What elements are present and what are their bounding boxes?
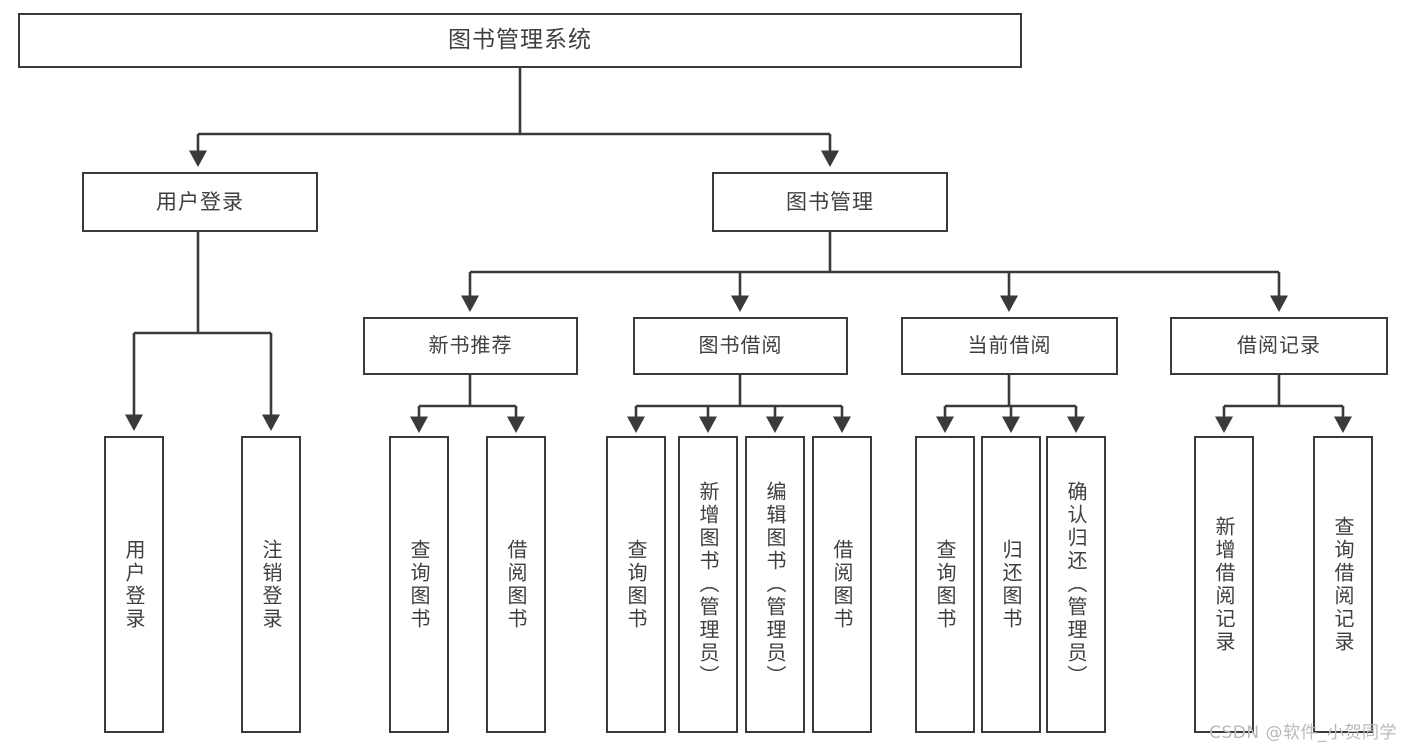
node-label: 新书推荐 xyxy=(428,333,513,358)
node-book-borrow[interactable]: 图书借阅 xyxy=(633,317,848,375)
leaf-recommend-borrow-book[interactable]: 借阅图书 xyxy=(486,436,546,733)
node-label: 当前借阅 xyxy=(967,333,1052,358)
node-label: 借阅记录 xyxy=(1237,333,1321,358)
node-label: 查询图书 xyxy=(933,538,957,631)
node-label: 查询借阅记录 xyxy=(1331,515,1355,654)
node-label: 用户登录 xyxy=(122,538,146,631)
leaf-user-logout[interactable]: 注销登录 xyxy=(241,436,301,733)
leaf-recommend-query-book[interactable]: 查询图书 xyxy=(389,436,449,733)
node-label: 注销登录 xyxy=(259,538,283,631)
leaf-borrow-borrow-book[interactable]: 借阅图书 xyxy=(812,436,872,733)
leaf-current-query-book[interactable]: 查询图书 xyxy=(915,436,975,733)
node-label: 用户登录 xyxy=(156,189,244,214)
watermark-text: CSDN @软件_小贺同学 xyxy=(1209,723,1397,743)
node-label: 查询图书 xyxy=(407,538,431,631)
leaf-borrow-edit-book-admin[interactable]: 编辑图书（管理员） xyxy=(745,436,805,733)
leaf-record-query-borrow-record[interactable]: 查询借阅记录 xyxy=(1313,436,1373,733)
node-current-borrow[interactable]: 当前借阅 xyxy=(901,317,1118,375)
node-label: 借阅图书 xyxy=(830,538,854,631)
leaf-borrow-query-book[interactable]: 查询图书 xyxy=(606,436,666,733)
node-user-login[interactable]: 用户登录 xyxy=(82,172,318,232)
node-label: 确认归还（管理员） xyxy=(1064,481,1088,688)
node-label: 图书借阅 xyxy=(698,333,783,358)
leaf-record-add-borrow-record[interactable]: 新增借阅记录 xyxy=(1194,436,1254,733)
node-label: 图书管理系统 xyxy=(448,26,592,53)
node-borrow-record[interactable]: 借阅记录 xyxy=(1170,317,1388,375)
node-root-system[interactable]: 图书管理系统 xyxy=(18,13,1022,68)
leaf-user-login[interactable]: 用户登录 xyxy=(104,436,164,733)
node-label: 借阅图书 xyxy=(504,538,528,631)
node-new-book-recommend[interactable]: 新书推荐 xyxy=(363,317,578,375)
node-label: 图书管理 xyxy=(786,189,874,214)
node-label: 新增图书（管理员） xyxy=(696,481,720,688)
leaf-borrow-add-book-admin[interactable]: 新增图书（管理员） xyxy=(678,436,738,733)
node-label: 归还图书 xyxy=(999,538,1023,631)
node-label: 新增借阅记录 xyxy=(1212,515,1236,654)
node-book-management[interactable]: 图书管理 xyxy=(712,172,948,232)
node-label: 编辑图书（管理员） xyxy=(763,481,787,688)
leaf-current-return-book[interactable]: 归还图书 xyxy=(981,436,1041,733)
node-label: 查询图书 xyxy=(624,538,648,631)
leaf-current-confirm-return-admin[interactable]: 确认归还（管理员） xyxy=(1046,436,1106,733)
